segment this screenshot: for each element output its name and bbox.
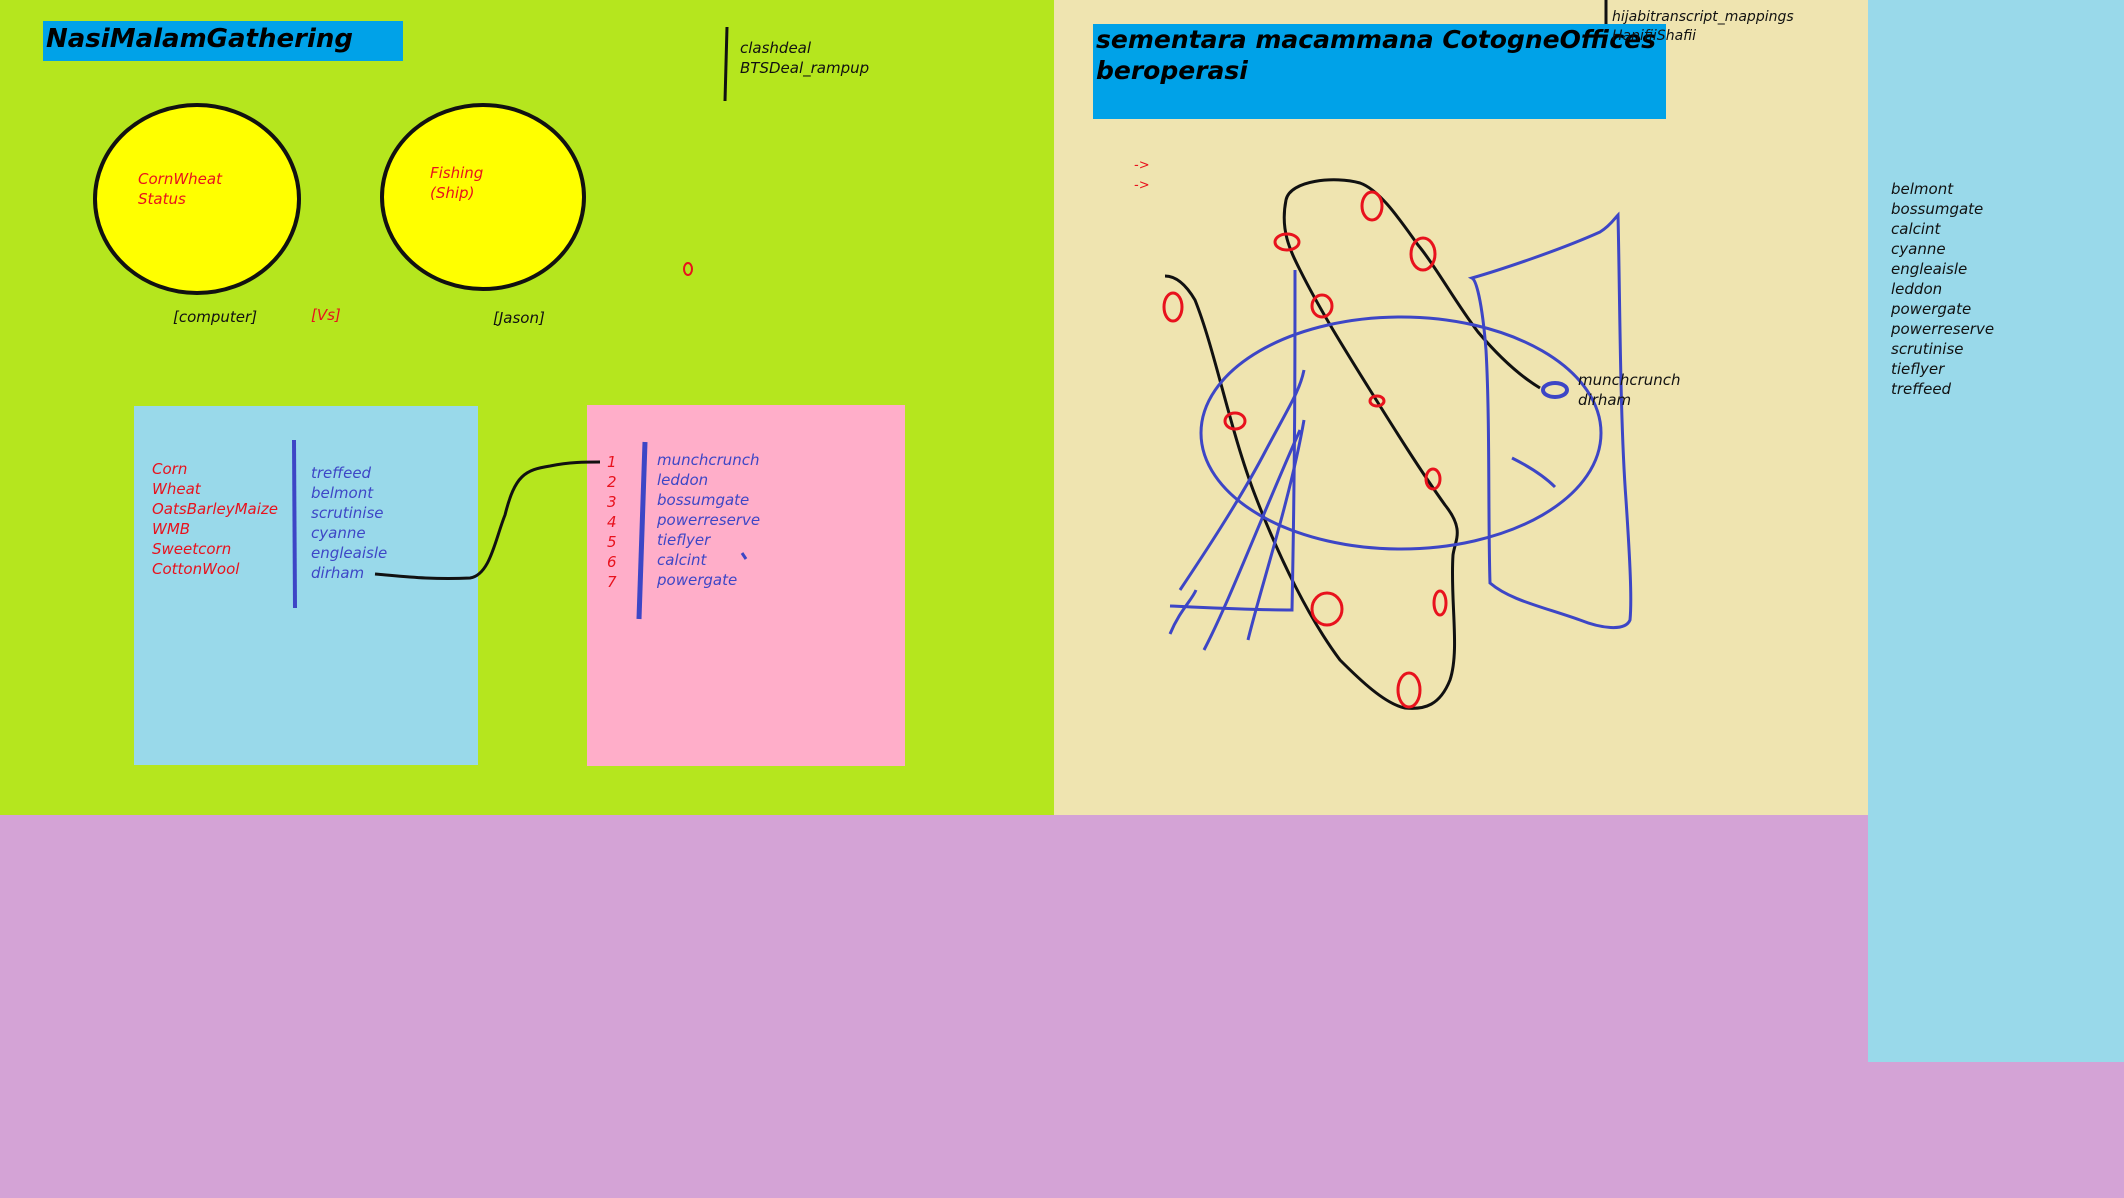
page-title-middle: sementara macammana CotogneOffices berop…	[1093, 24, 1666, 119]
red-oval-5	[1162, 291, 1184, 323]
list-item: 1	[607, 453, 617, 471]
list-item: Corn	[152, 460, 188, 478]
list-item: WMB	[152, 520, 191, 538]
list-item: dirham	[311, 564, 365, 582]
list-item: 5	[607, 533, 617, 551]
note-line	[723, 26, 729, 102]
list-item: scrutinise	[311, 504, 384, 522]
list-item: powerreserve	[657, 511, 761, 529]
crop-list: Corn Wheat OatsBarleyMaize WMB Sweetcorn…	[152, 459, 278, 579]
blue-zigzag	[1168, 369, 1557, 651]
list-item: OatsBarleyMaize	[152, 500, 279, 518]
deal-note-line1: clashdeal	[740, 39, 812, 57]
red-oval-10	[1432, 589, 1448, 617]
page-title-left: NasiMalamGathering	[43, 21, 403, 61]
top-note-line1: hijabitranscript_mappings	[1612, 9, 1794, 25]
list-item: 7	[607, 573, 617, 591]
red-oval-8	[1424, 467, 1442, 491]
blue-sticky-card	[134, 406, 478, 765]
list-item: calcint	[657, 551, 707, 569]
circle-right-line2: (Ship)	[430, 184, 475, 202]
list-item: engleaisle	[1891, 260, 1968, 278]
list-item: 3	[607, 493, 617, 511]
red-oval-1	[1360, 190, 1384, 222]
red-oval-3	[1409, 236, 1437, 272]
label-jason: [Jason]	[493, 309, 545, 327]
deal-note: clashdeal BTSDeal_rampup	[740, 38, 869, 78]
label-vs: [Vs]	[311, 306, 341, 324]
red-oval-6	[1368, 394, 1386, 408]
list-item: powergate	[657, 571, 738, 589]
callout-line2: dirham	[1578, 391, 1632, 409]
list-item: engleaisle	[311, 544, 388, 562]
list-item: leddon	[657, 471, 709, 489]
black-loop	[1164, 178, 1541, 710]
list-item: 6	[607, 553, 617, 571]
list-item: cyanne	[311, 524, 366, 542]
connector-line	[374, 460, 601, 581]
arrow-marks: -> ->	[1134, 156, 1150, 196]
list-item: belmont	[311, 484, 374, 502]
red-oval-9	[1310, 591, 1344, 627]
circle-right-line1: Fishing	[430, 164, 484, 182]
arrow-mark: ->	[1134, 178, 1150, 193]
list-item: tieflyer	[1891, 360, 1945, 378]
list-item: CottonWool	[152, 560, 240, 578]
list-item: bossumgate	[657, 491, 750, 509]
pink-card-list: munchcrunch leddon bossumgate powerreser…	[657, 450, 760, 590]
scribble-callout: munchcrunch dirham	[1578, 370, 1681, 410]
circle-left-line1: CornWheat	[138, 170, 222, 188]
circle-left-text: CornWheat Status	[138, 169, 222, 209]
blue-card-separator	[292, 439, 297, 609]
beige-canvas-region	[1054, 0, 1869, 815]
red-oval-4	[1310, 293, 1334, 319]
list-item: bossumgate	[1891, 200, 1984, 218]
list-item: powerreserve	[1891, 320, 1995, 338]
circle-right-text: Fishing (Ship)	[430, 163, 483, 203]
top-note: hijabitranscript_mappings HanifiiShafii	[1612, 8, 1794, 46]
blue-scribble-dot	[1541, 381, 1569, 399]
list-item: treffeed	[1891, 380, 1952, 398]
list-item: Wheat	[152, 480, 201, 498]
list-item: belmont	[1891, 180, 1954, 198]
list-item: leddon	[1891, 280, 1943, 298]
blue-card-list: treffeed belmont scrutinise cyanne engle…	[311, 463, 387, 583]
list-item: munchcrunch	[657, 451, 760, 469]
blue-box-left	[1169, 269, 1297, 612]
top-note-line2: HanifiiShafii	[1612, 28, 1697, 44]
circle-left-line2: Status	[138, 190, 186, 208]
pink-card-separator	[636, 441, 648, 620]
arrow-mark: ->	[1134, 158, 1150, 173]
list-item: 2	[607, 473, 617, 491]
list-item: scrutinise	[1891, 340, 1964, 358]
list-item: 4	[607, 513, 617, 531]
right-blue-region	[1868, 0, 2124, 1062]
callout-line1: munchcrunch	[1578, 371, 1681, 389]
list-item: calcint	[1891, 220, 1941, 238]
list-item: treffeed	[311, 464, 372, 482]
red-oval-11	[1396, 671, 1422, 709]
list-item: Sweetcorn	[152, 540, 232, 558]
label-computer: [computer]	[173, 308, 258, 326]
yellow-circle-left	[93, 103, 301, 295]
blue-oval	[1199, 315, 1603, 551]
blue-box-right	[1467, 211, 1633, 629]
red-oval-2	[1273, 232, 1301, 252]
list-item: powergate	[1891, 300, 1972, 318]
list-item: tieflyer	[657, 531, 711, 549]
red-oval-7	[1223, 411, 1247, 431]
right-name-list: belmont bossumgate calcint cyanne englea…	[1891, 179, 1994, 399]
blue-tick	[740, 552, 748, 560]
yellow-circle-right	[380, 103, 586, 291]
number-list: 1 2 3 4 5 6 7	[607, 452, 617, 592]
red-dot	[683, 262, 693, 276]
deal-note-line2: BTSDeal_rampup	[740, 59, 870, 77]
list-item: cyanne	[1891, 240, 1946, 258]
